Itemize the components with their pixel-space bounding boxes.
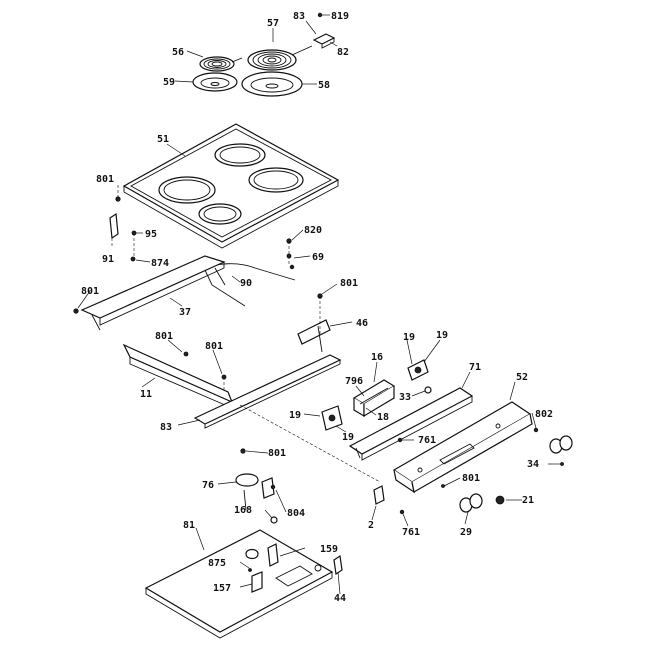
label-157: 157 — [213, 583, 231, 594]
label-875: 875 — [208, 558, 226, 569]
label-83: 83 — [293, 11, 305, 22]
label-58: 58 — [318, 80, 330, 91]
rail-83 — [193, 354, 381, 483]
label-802: 802 — [535, 409, 553, 420]
label-804: 804 — [287, 508, 305, 519]
panel-bracket-71 — [348, 387, 474, 461]
label-19-a: 19 — [403, 332, 415, 343]
cooktop-51 — [122, 123, 340, 249]
label-874: 874 — [151, 258, 169, 269]
label-801-g: 801 — [268, 448, 286, 459]
knobs-29 — [459, 493, 483, 513]
label-801-f: 801 — [462, 473, 480, 484]
label-71: 71 — [469, 362, 481, 373]
label-819: 819 — [331, 11, 349, 22]
screw-33 — [424, 386, 432, 394]
label-46: 46 — [356, 318, 368, 329]
label-91: 91 — [102, 254, 114, 265]
label-761-a: 761 — [418, 435, 436, 446]
label-56: 56 — [172, 47, 184, 58]
terminal-block-82 — [312, 12, 336, 49]
bottom-panel-81 — [144, 529, 334, 639]
label-761-b: 761 — [402, 527, 420, 538]
label-16: 16 — [371, 352, 383, 363]
label-81: 81 — [183, 520, 195, 531]
screws-right — [286, 238, 295, 270]
clip-91 — [109, 196, 137, 262]
label-801-e: 801 — [205, 341, 223, 352]
label-83-b: 83 — [160, 422, 172, 433]
label-59: 59 — [163, 77, 175, 88]
label-95: 95 — [145, 229, 157, 240]
clip-44 — [333, 554, 343, 576]
part-labels: 56 57 83 819 82 59 58 51 801 95 91 874 8… — [81, 11, 553, 604]
control-panel-52 — [392, 401, 539, 494]
label-90: 90 — [240, 278, 252, 289]
label-21: 21 — [522, 495, 534, 506]
label-51: 51 — [157, 134, 169, 145]
label-29: 29 — [460, 527, 472, 538]
knobs-34 — [549, 435, 573, 466]
label-801-a: 801 — [96, 174, 114, 185]
label-33: 33 — [399, 392, 411, 403]
label-820: 820 — [304, 225, 322, 236]
label-801-c: 801 — [81, 286, 99, 297]
label-18: 18 — [377, 412, 389, 423]
label-69: 69 — [312, 252, 324, 263]
drip-pan-large — [241, 71, 303, 97]
label-82: 82 — [337, 47, 349, 58]
label-796: 796 — [345, 376, 363, 387]
label-159: 159 — [320, 544, 338, 555]
label-37: 37 — [179, 307, 191, 318]
surface-unit-large — [247, 45, 313, 71]
leader-lines — [77, 14, 560, 595]
label-801-b: 801 — [340, 278, 358, 289]
latch-76 — [235, 448, 278, 524]
side-trim-37 — [73, 255, 226, 331]
switch-16 — [352, 379, 396, 418]
switch-19-lower — [321, 405, 343, 431]
surface-unit-small — [199, 56, 243, 72]
label-19-b: 19 — [436, 330, 448, 341]
switch-19-upper — [407, 359, 429, 381]
label-34: 34 — [527, 459, 539, 470]
label-19-d: 19 — [342, 432, 354, 443]
label-19-c: 19 — [289, 410, 301, 421]
label-801-d: 801 — [155, 331, 173, 342]
label-57: 57 — [267, 18, 279, 29]
label-76: 76 — [202, 480, 214, 491]
bracket-2 — [373, 485, 405, 515]
label-52: 52 — [516, 372, 528, 383]
label-44: 44 — [334, 593, 346, 604]
drip-pan-small — [192, 72, 238, 92]
label-2: 2 — [368, 520, 374, 531]
bracket-46 — [297, 293, 331, 353]
label-168: 168 — [234, 505, 252, 516]
label-11: 11 — [140, 389, 152, 400]
